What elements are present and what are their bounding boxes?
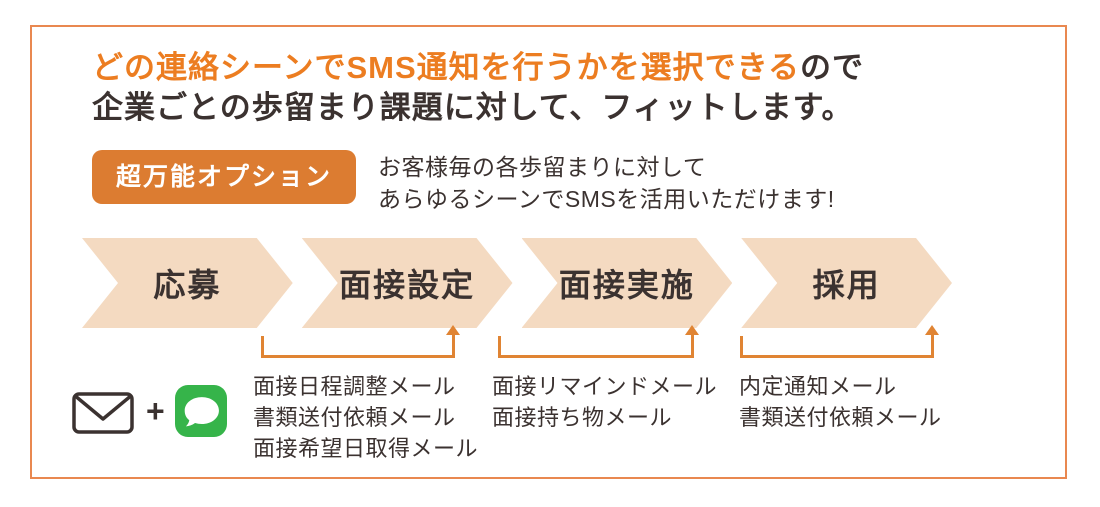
bracket-to-interview-conduct [498, 325, 699, 358]
plus-sign: + [146, 393, 165, 429]
stage-chevron-interview-conduct: 面接実施 [522, 238, 733, 328]
mail-item: 面接希望日取得メール [253, 436, 479, 461]
option-row: 超万能オプション お客様毎の各歩留まりに対して あらゆるシーンでSMSを活用いた… [92, 150, 835, 215]
arrow-up-icon [925, 325, 939, 358]
stage-label: 採用 [812, 267, 881, 303]
flow-chevrons: 応募 面接設定 面接実施 採用 [82, 238, 952, 328]
headline-line1: どの連絡シーンでSMS通知を行うかを選択できるので [92, 48, 864, 88]
mail-legend: + [72, 385, 227, 437]
sms-app-icon [174, 385, 227, 437]
stage-label: 面接設定 [339, 267, 476, 303]
arrow-head-icon [925, 325, 939, 335]
headline-line1-rest: ので [800, 50, 865, 85]
bracket-to-interview-setup [261, 325, 460, 358]
arrow-head-icon [446, 325, 460, 335]
mail-item: 書類送付依頼メール [739, 405, 942, 430]
option-description-line2: あらゆるシーンでSMSを活用いただけます! [378, 186, 835, 212]
chat-bubble-icon [184, 397, 219, 427]
mail-item: 書類送付依頼メール [253, 405, 456, 430]
stage-chevron-interview-setup: 面接設定 [302, 238, 513, 328]
arrow-up-icon [446, 325, 460, 358]
option-description-line1: お客様毎の各歩留まりに対して [378, 154, 707, 180]
option-badge: 超万能オプション [92, 150, 357, 204]
mail-item: 面接日程調整メール [253, 374, 456, 399]
mail-group-hire: 内定通知メール 書類送付依頼メール [739, 371, 942, 433]
stage-label: 面接実施 [558, 267, 695, 303]
headline-highlight: どの連絡シーンでSMS通知を行うかを選択できる [92, 50, 801, 85]
stage-chevron-hire: 採用 [741, 238, 952, 328]
mail-item: 面接リマインドメール [492, 374, 718, 399]
mail-item: 内定通知メール [739, 374, 897, 399]
arrow-up-icon [685, 325, 699, 358]
envelope-icon [72, 392, 134, 434]
stage-chevron-apply: 応募 [82, 238, 293, 328]
bracket-to-hire [740, 325, 939, 358]
mail-item: 面接持ち物メール [492, 405, 673, 430]
mail-group-interview-conduct: 面接リマインドメール 面接持ち物メール [492, 371, 717, 433]
mail-group-interview-setup: 面接日程調整メール 書類送付依頼メール 面接希望日取得メール [253, 371, 478, 464]
option-description: お客様毎の各歩留まりに対して あらゆるシーンでSMSを活用いただけます! [378, 150, 835, 215]
stage-label: 応募 [153, 267, 222, 303]
headline: どの連絡シーンでSMS通知を行うかを選択できるので 企業ごとの歩留まり課題に対し… [92, 48, 864, 128]
arrow-head-icon [685, 325, 699, 335]
headline-line2: 企業ごとの歩留まり課題に対して、フィットします。 [92, 90, 854, 125]
